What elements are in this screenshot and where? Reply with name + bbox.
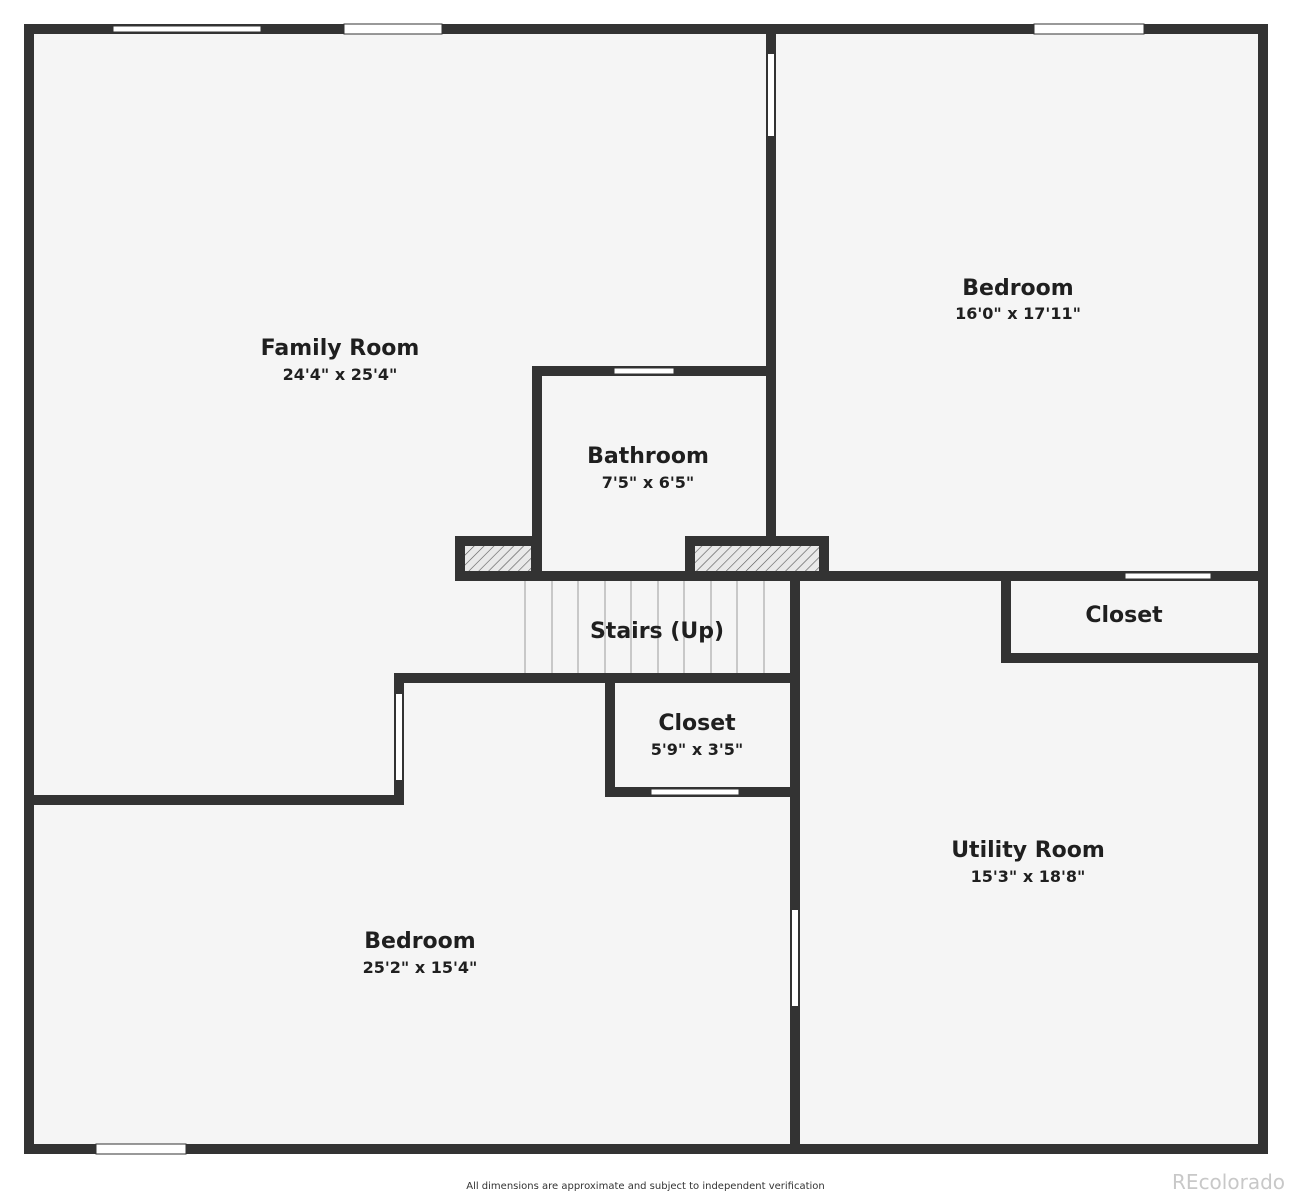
closet-east-name: Closet — [1085, 603, 1163, 628]
wall-center-closet-west — [605, 673, 615, 797]
windows — [95, 23, 1212, 1155]
family-room-dims: 24'4" x 25'4" — [283, 365, 398, 384]
stair-treads — [524, 580, 765, 673]
closet-center-dims: 5'9" x 3'5" — [651, 740, 743, 759]
floor-area — [24, 24, 1268, 1154]
wall-east-closet-west — [1001, 571, 1011, 663]
walls — [24, 24, 1268, 1154]
utility-room-name: Utility Room — [951, 838, 1105, 863]
wall-east-closet-south — [1001, 653, 1268, 663]
wall-stairs-south — [394, 673, 800, 683]
wall-ne-bedroom-south — [790, 571, 1268, 581]
window-bathroom-north — [613, 367, 675, 375]
bedroom-ne-dims: 16'0" x 17'11" — [955, 304, 1081, 323]
window-center-closet — [650, 788, 740, 796]
brand-watermark: REcolorado — [1172, 1170, 1285, 1194]
bathroom-name: Bathroom — [587, 444, 709, 469]
window-north-3 — [1033, 23, 1145, 35]
wall-exterior-west — [24, 24, 34, 1154]
door-openings — [396, 54, 798, 1006]
bedroom-sw-dims: 25'2" x 15'4" — [363, 958, 478, 977]
bedroom-ne-name: Bedroom — [962, 276, 1073, 301]
opening-sw-utility — [792, 910, 798, 1006]
disclaimer-text: All dimensions are approximate and subje… — [466, 1181, 825, 1192]
wall-family-bedroom — [766, 24, 776, 568]
utility-room-dims: 15'3" x 18'8" — [971, 867, 1086, 886]
wall-bathroom-stairs — [456, 571, 801, 581]
bedroom-sw-name: Bedroom — [364, 929, 475, 954]
wall-exterior-east — [1258, 24, 1268, 1154]
closet-center-name: Closet — [658, 711, 736, 736]
window-east-closet — [1124, 572, 1212, 580]
window-north-1 — [112, 25, 262, 33]
family-room-name: Family Room — [261, 336, 420, 361]
opening-family-bedroom — [768, 54, 774, 136]
wall-exterior-north — [24, 24, 1268, 34]
hatch-insert-west — [465, 546, 531, 571]
window-north-2 — [343, 23, 443, 35]
wall-exterior-south — [24, 1144, 1268, 1154]
wall-bathroom-west — [532, 366, 542, 580]
window-south-1 — [95, 1143, 187, 1155]
wall-stairs-east — [790, 571, 800, 1154]
hatch-insert-east — [695, 546, 819, 571]
stairs-name: Stairs (Up) — [590, 619, 724, 644]
wall-family-sw-horizontal — [24, 795, 404, 805]
opening-family-sw — [396, 694, 402, 780]
bathroom-dims: 7'5" x 6'5" — [602, 473, 694, 492]
